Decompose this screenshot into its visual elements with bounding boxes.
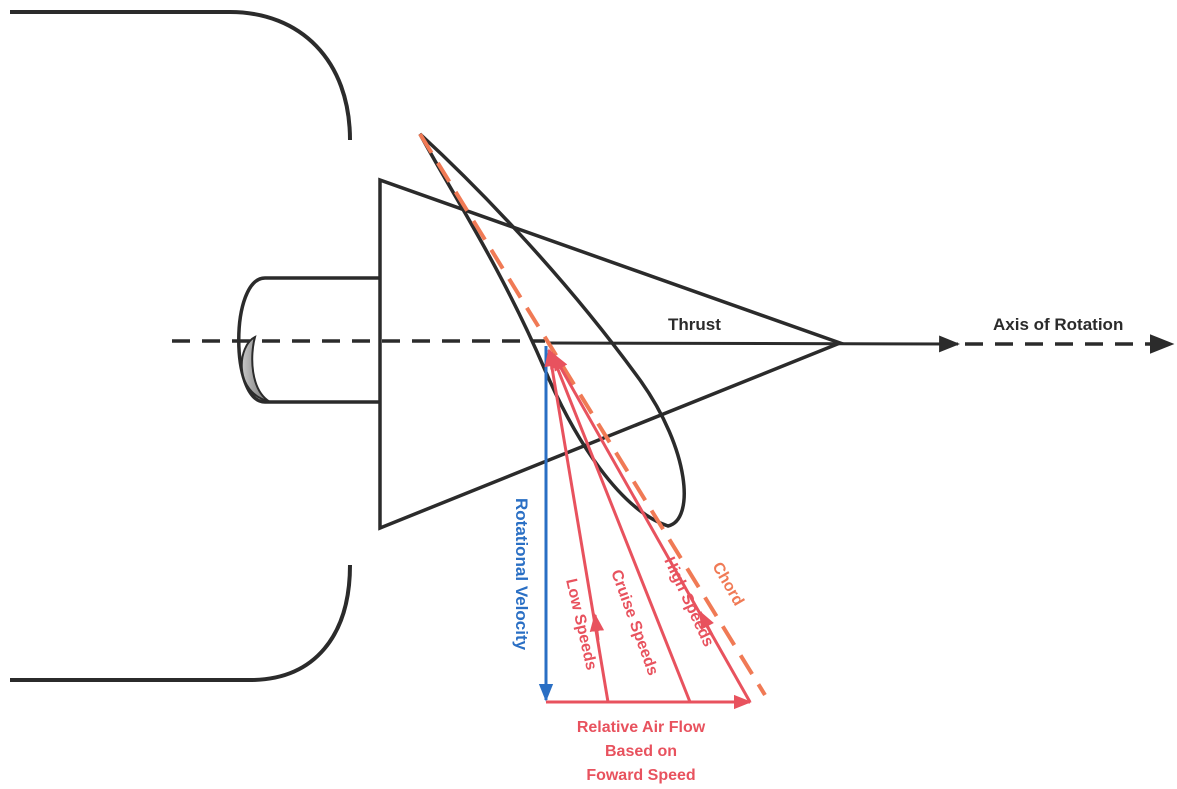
relative-air-flow-line-2: Based on	[605, 743, 677, 760]
propeller-disk-triangle	[378, 177, 845, 531]
axis-of-rotation-label: Axis of Rotation	[993, 315, 1123, 334]
blade-airfoil	[418, 132, 686, 528]
high-speeds-midarrow	[698, 610, 714, 636]
chord-label: Chord	[709, 560, 747, 609]
cruise-speeds-vector	[549, 350, 692, 703]
low-speeds-vector	[544, 348, 610, 703]
chord-line	[418, 132, 767, 697]
rotational-velocity-label: Rotational Velocity	[512, 498, 531, 651]
thrust-arrow	[547, 335, 961, 353]
cruise-speeds-label: Cruise Speeds	[607, 568, 661, 678]
cowling-upper	[10, 10, 352, 141]
cowling-lower	[10, 564, 352, 682]
relative-air-flow-line-1: Relative Air Flow	[577, 719, 706, 736]
low-speeds-midarrow	[589, 613, 605, 641]
relative-air-flow-line-3: Foward Speed	[586, 767, 695, 784]
high-speeds-vector	[551, 352, 752, 703]
shaft-end-cap	[240, 335, 271, 403]
thrust-label: Thrust	[668, 315, 721, 334]
